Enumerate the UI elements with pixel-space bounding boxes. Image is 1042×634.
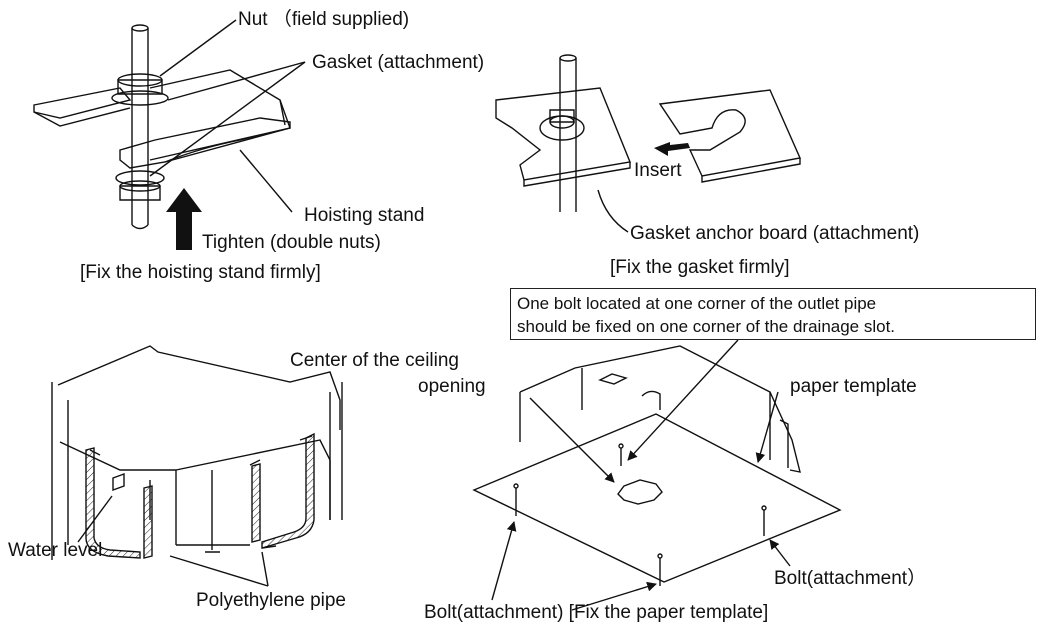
bolt-note-box: One bolt located at one corner of the ou… <box>510 288 1036 340</box>
bolt-bottom-label: Bolt(attachment) [Fix the paper template… <box>424 602 769 623</box>
paper-template-drawing <box>472 339 842 611</box>
gasket-anchor-drawing <box>495 54 801 233</box>
paper-template-label: paper template <box>790 376 917 397</box>
bolt-note-line2: should be fixed on one corner of the dra… <box>517 317 896 336</box>
ceiling-center-label: Center of the ceiling <box>290 350 459 371</box>
polyethylene-pipe-label: Polyethylene pipe <box>196 590 346 611</box>
hoisting-stand-label: Hoisting stand <box>304 205 425 226</box>
hoisting-stand-drawing <box>33 19 306 230</box>
hoisting-stand-caption: [Fix the hoisting stand firmly] <box>80 262 321 283</box>
tighten-arrow-icon <box>166 188 202 250</box>
bolt-right-label: Bolt(attachment） <box>774 568 927 589</box>
bolt-note-line1: One bolt located at one corner of the ou… <box>517 294 877 313</box>
water-level-label: Water level <box>8 540 103 561</box>
gasket-caption: [Fix the gasket firmly] <box>610 257 790 278</box>
insert-arrow-icon <box>654 142 690 156</box>
nut-label: Nut （field supplied) <box>238 9 410 30</box>
anchor-board-label: Gasket anchor board (attachment) <box>630 223 920 244</box>
gasket-label: Gasket (attachment) <box>312 52 485 73</box>
insert-label: Insert <box>634 160 682 181</box>
tighten-label: Tighten (double nuts) <box>202 232 381 253</box>
water-test-drawing <box>51 345 343 587</box>
ceiling-opening-label: opening <box>418 376 486 397</box>
